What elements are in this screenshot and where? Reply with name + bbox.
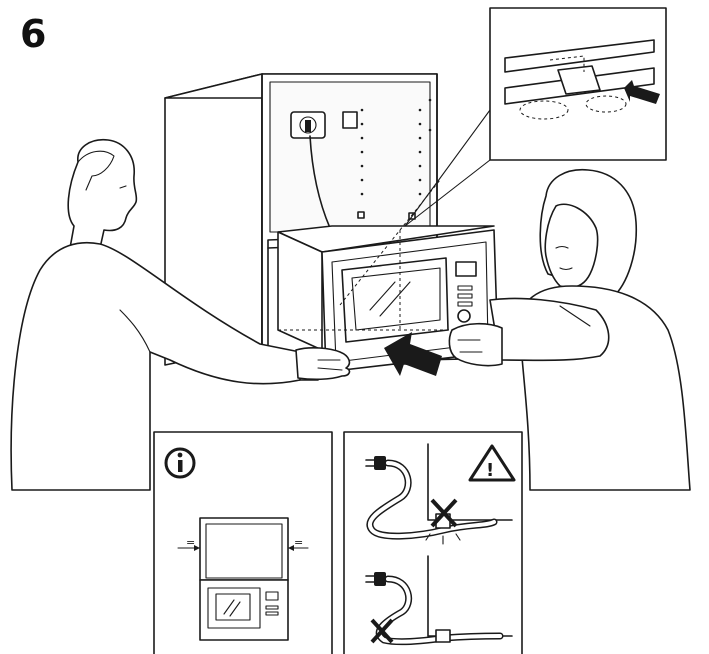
cross-icon [370, 618, 394, 644]
gap-mark-right: = [294, 536, 303, 549]
warning-triangle-icon: ! [468, 444, 516, 482]
step-number: 6 [20, 12, 47, 56]
gap-mark-left: = [186, 536, 195, 549]
shelf-pin-holes [360, 98, 432, 196]
person-right [448, 169, 691, 491]
push-arrow-icon [384, 332, 442, 376]
person-left [10, 138, 351, 491]
plug-icon [365, 456, 386, 470]
info-panel: = = [153, 431, 333, 654]
warning-panel: ! [343, 431, 523, 654]
power-cord [309, 135, 331, 229]
warning-symbol: ! [486, 460, 494, 481]
display-panel [455, 261, 477, 277]
plug-icon [365, 572, 386, 586]
wall-socket-icon [290, 111, 326, 139]
control-knob [457, 309, 471, 323]
cross-icon [430, 498, 458, 528]
info-icon [164, 447, 196, 479]
bracket-detail-callout [404, 7, 667, 227]
